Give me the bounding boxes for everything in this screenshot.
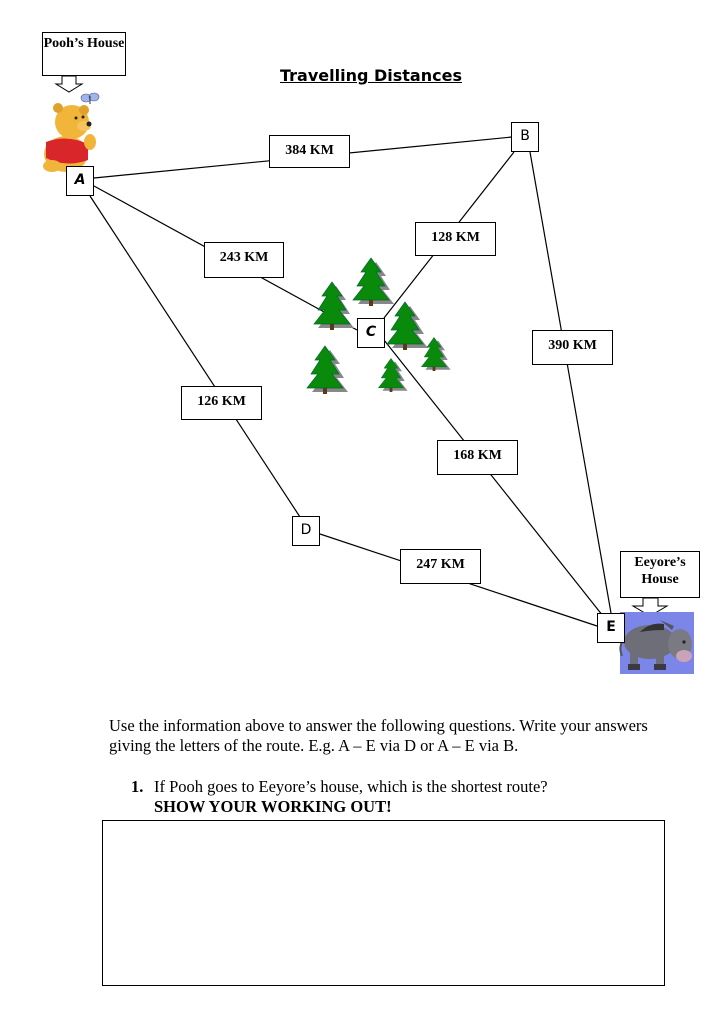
question-prompt: If Pooh goes to Eeyore’s house, which is…	[154, 777, 548, 796]
distance-label-cb: 128 KM	[415, 222, 496, 256]
node-c: C	[357, 318, 385, 348]
distance-label-be: 390 KM	[532, 330, 613, 365]
node-e: E	[597, 613, 625, 643]
distance-label-ab: 384 KM	[269, 135, 350, 168]
instructions: Use the information above to answer the …	[109, 716, 648, 755]
distance-label-ce: 168 KM	[437, 440, 518, 475]
pooh-callout-arrow	[54, 75, 84, 93]
worksheet-title: Travelling Distances	[280, 66, 462, 85]
butterfly	[80, 92, 100, 104]
route-lines	[89, 136, 612, 627]
question-emphasis: SHOW YOUR WORKING OUT!	[154, 797, 392, 816]
distance-label-ac: 243 KM	[204, 242, 284, 278]
node-d: D	[292, 516, 320, 546]
node-b: B	[511, 122, 539, 152]
edge-line-ad	[89, 195, 301, 518]
eeyore-donkey	[619, 612, 694, 674]
node-a: A	[66, 166, 94, 196]
edge-line-ce	[383, 339, 604, 617]
answer-box[interactable]	[102, 820, 665, 986]
edge-line-be	[529, 151, 612, 614]
distance-label-ad: 126 KM	[181, 386, 262, 420]
question-text: If Pooh goes to Eeyore’s house, which is…	[154, 777, 674, 817]
pooh-bear	[43, 103, 96, 172]
question-number: 1.	[131, 777, 144, 796]
eeyore-callout-arrow	[631, 597, 669, 617]
eeyore-house-callout: Eeyore’s House	[620, 551, 700, 598]
distance-label-de: 247 KM	[400, 549, 481, 584]
route-map	[43, 75, 694, 674]
pooh-house-callout: Pooh’s House	[42, 32, 126, 76]
